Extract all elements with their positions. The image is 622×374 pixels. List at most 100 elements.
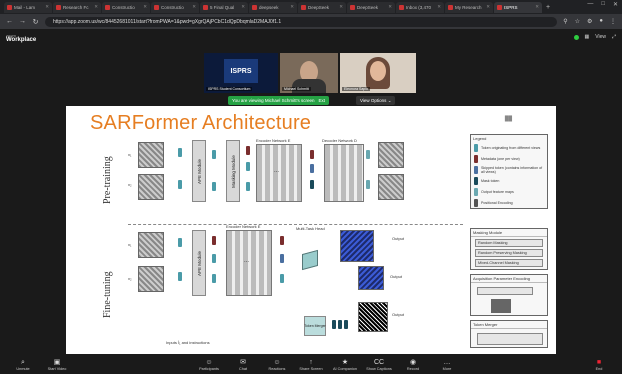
view-button[interactable]: View (595, 34, 606, 40)
toolbar-label: Unmute (16, 367, 30, 371)
isprs-logo: ISPRS (224, 59, 258, 83)
end-meeting-button[interactable]: ■End (582, 358, 616, 371)
mic-button[interactable]: ⌕Unmute (6, 358, 40, 371)
ape-box-title: Acquisition Parameter Encoding (471, 275, 547, 283)
tab-close-icon[interactable]: ✕ (388, 4, 392, 9)
browser-tab[interactable]: Research Fc✕ (53, 1, 101, 13)
browser-tab[interactable]: Inbox (3,470✕ (396, 1, 444, 13)
zoom-status-bar: ▦ View ⤢ (573, 34, 616, 40)
participant-tile[interactable]: Michael Schmitt (280, 53, 338, 93)
tab-label: ISPRS (504, 4, 518, 10)
participant-tile[interactable]: Eleonora Sapio (340, 53, 416, 93)
output-label: Output (392, 236, 405, 241)
tab-close-icon[interactable]: ✕ (437, 4, 441, 9)
browser-tab[interactable]: 5 Final Qual✕ (200, 1, 248, 13)
output-token (366, 180, 370, 189)
token-merger-box-title: Token Merger (471, 321, 547, 329)
reactions-button[interactable]: ☺Reactions (260, 358, 294, 371)
input-label: x₁ (128, 242, 132, 247)
fullscreen-icon[interactable]: ⤢ (611, 34, 616, 40)
tab-favicon-icon (7, 4, 12, 10)
view-options-button[interactable]: View Options ⌄ (356, 96, 396, 105)
masking-strategy: Mixed-Channel Masking (475, 259, 543, 267)
browser-tab[interactable]: deepseek✕ (249, 1, 297, 13)
view-token (178, 238, 182, 247)
forward-icon[interactable]: → (19, 18, 26, 25)
record-button[interactable]: ◉Record (396, 358, 430, 371)
tab-close-icon[interactable]: ✕ (290, 4, 294, 9)
browser-tab[interactable]: ISPRS ✕ (494, 1, 542, 13)
sar-input-image (138, 142, 164, 168)
view-grid-icon[interactable]: ▦ (584, 34, 590, 40)
masking-strategy: Random Masking (475, 239, 543, 247)
url-field[interactable]: https://app.zoom.us/wc/84452681011/start… (45, 16, 558, 27)
tab-close-icon[interactable]: ✕ (192, 4, 196, 9)
tab-close-icon[interactable]: ✕ (486, 4, 490, 9)
reactions-icon: ☺ (273, 359, 281, 366)
sar-input-image (138, 174, 164, 200)
browser-tab[interactable]: DeepSeek ✕ (298, 1, 346, 13)
browser-tab[interactable]: My Research✕ (445, 1, 493, 13)
security-shield-icon[interactable] (573, 34, 579, 40)
token-merger-diagram (477, 333, 543, 345)
share-button[interactable]: ↑Share Screen (294, 358, 328, 371)
browser-menu-icon[interactable]: ⋮ (610, 19, 616, 25)
close-icon[interactable]: ✕ (612, 2, 618, 8)
address-bar-row: ← → ↻ https://app.zoom.us/wc/84452681011… (0, 14, 622, 29)
summary-button[interactable]: ★AI Companion (328, 358, 362, 371)
bookmark-star-icon[interactable]: ☆ (574, 19, 580, 25)
more-button[interactable]: …More (430, 358, 464, 371)
new-tab-icon[interactable]: + (546, 3, 551, 11)
profile-icon[interactable]: ● (599, 18, 603, 24)
output-image (358, 266, 384, 290)
avatar (370, 61, 386, 81)
tab-close-icon[interactable]: ✕ (94, 4, 98, 9)
tab-close-icon[interactable]: ✕ (143, 4, 147, 9)
minimize-icon[interactable]: — (587, 1, 594, 7)
legend-swatch (474, 187, 478, 196)
tab-close-icon[interactable]: ✕ (339, 4, 343, 9)
browser-tab[interactable]: Constructio ✕ (151, 1, 199, 13)
input-label: x₂ (128, 276, 132, 281)
section-finetuning: Fine-tuning (102, 271, 113, 318)
legend-item: Output feature maps (471, 186, 547, 197)
zoom-header: zoom Workplace ▦ View ⤢ (0, 29, 622, 51)
legend-swatch (474, 154, 478, 163)
participant-tile[interactable]: ISPRS ISPRS Student Consortium (204, 53, 278, 93)
exit-view-button[interactable]: Ext (318, 98, 325, 103)
extensions-icon[interactable]: ⚙ (586, 19, 593, 25)
tab-close-icon[interactable]: ✕ (45, 4, 49, 9)
participants-button[interactable]: ☺Participants (192, 358, 226, 371)
toolbar-label: Chat (238, 367, 248, 371)
chat-button[interactable]: ✉Chat (226, 358, 260, 371)
encoder-label: Encoder Network E (256, 138, 291, 143)
reload-icon[interactable]: ↻ (32, 18, 39, 26)
zoom-icon[interactable]: ⚲ (563, 19, 568, 25)
captions-icon: CC (373, 359, 385, 366)
tab-label: Constructio (161, 4, 184, 10)
tum-logo: ██ (504, 116, 512, 122)
toolbar-label: Participants (199, 367, 219, 371)
browser-tab[interactable]: Constructio✕ (102, 1, 150, 13)
metadata-token (280, 236, 284, 245)
video-button[interactable]: ▣Start Video (40, 358, 74, 371)
tab-close-icon[interactable]: ✕ (535, 4, 539, 9)
browser-tab[interactable]: Mail - Lam✕ (4, 1, 52, 13)
input-label: x₂ (128, 182, 132, 187)
tab-favicon-icon (301, 4, 306, 10)
ape-module: APE Module (192, 140, 206, 202)
back-icon[interactable]: ← (6, 18, 13, 25)
reconstructed-image (378, 174, 404, 200)
encoder-ellipsis: ... (274, 168, 280, 174)
view-token (212, 182, 216, 191)
tab-close-icon[interactable]: ✕ (241, 4, 245, 9)
mic-icon: ⌕ (21, 359, 25, 366)
sar-input-image (138, 266, 164, 292)
browser-tab[interactable]: DeepSeek✕ (347, 1, 395, 13)
masking-module: Masking Module (226, 140, 240, 202)
participant-name: Michael Schmitt (282, 87, 311, 91)
tab-label: DeepSeek (308, 4, 330, 10)
maximize-icon[interactable]: □ (601, 1, 605, 7)
legend-item: Metadata (one per view) (471, 153, 547, 164)
